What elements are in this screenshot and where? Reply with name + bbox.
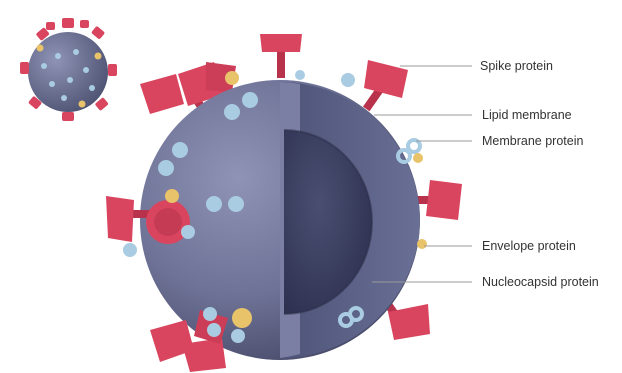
- label-envelope-protein: Envelope protein: [482, 239, 576, 253]
- label-membrane-protein: Membrane protein: [482, 134, 583, 148]
- label-spike-protein: Spike protein: [480, 59, 553, 73]
- label-lipid-membrane: Lipid membrane: [482, 108, 572, 122]
- label-nucleocapsid-protein: Nucleocapsid protein: [482, 275, 599, 289]
- small-virus-icon: [20, 18, 117, 121]
- large-virus-cutaway: [106, 34, 462, 372]
